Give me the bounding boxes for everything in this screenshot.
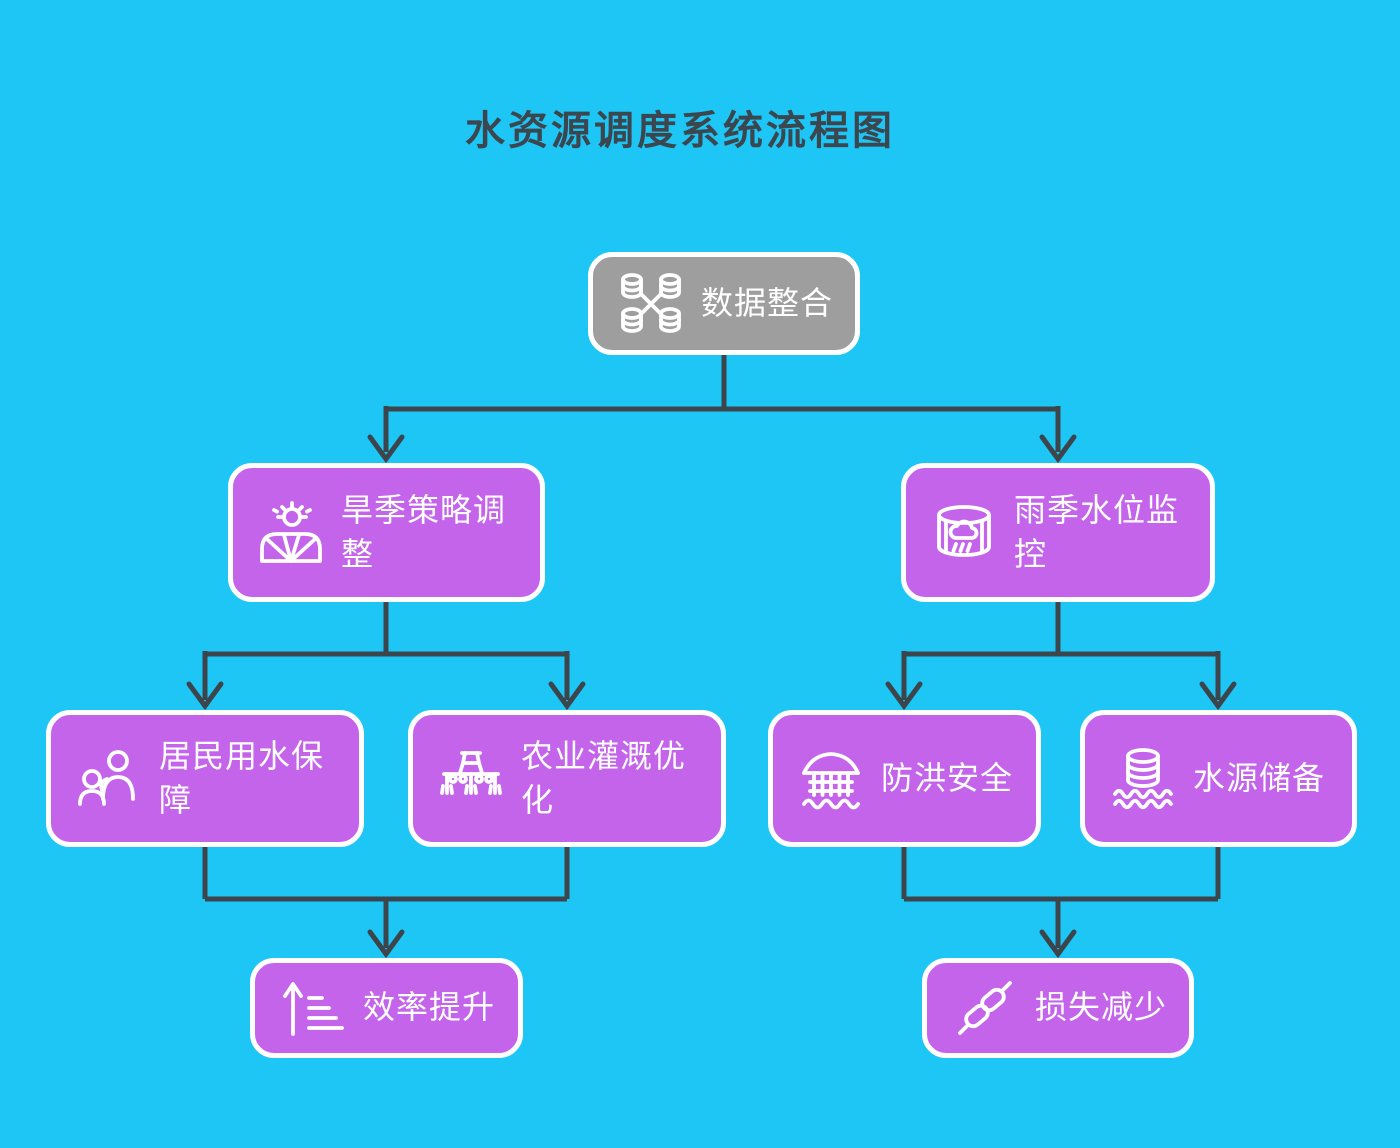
flow-node-residential-water: 居民用水保障 [46, 710, 364, 847]
node-label: 旱季策略调整 [341, 491, 507, 572]
node-label: 雨季水位监控 [1014, 491, 1180, 572]
node-label: 农业灌溉优化 [521, 737, 687, 818]
arrowhead [548, 681, 586, 711]
flow-node-flood-safety: 防洪安全 [768, 710, 1041, 847]
node-label: 水源储备 [1193, 759, 1326, 796]
flow-node-rainy-season-monitor: 雨季水位监控 [901, 463, 1215, 602]
flow-node-efficiency-gain: 效率提升 [250, 958, 523, 1058]
rain-tank-icon [932, 501, 996, 565]
flow-node-water-reserve: 水源储备 [1080, 710, 1357, 847]
sun-field-icon [259, 500, 323, 565]
page-title: 水资源调度系统流程图 [465, 109, 895, 153]
arrowhead [1039, 434, 1077, 464]
flow-node-loss-reduction: 损失减少 [922, 958, 1194, 1058]
flow-node-dry-season-strategy: 旱季策略调整 [228, 463, 545, 602]
flow-node-agriculture-irrigation: 农业灌溉优化 [408, 710, 726, 847]
node-label: 效率提升 [363, 989, 496, 1026]
edge-root-split [383, 355, 1061, 452]
node-label: 居民用水保障 [159, 737, 325, 818]
flood-barrier-icon [799, 747, 863, 811]
node-label: 数据整合 [701, 284, 834, 321]
edge-merge-right [901, 846, 1221, 948]
arrowhead [1039, 929, 1077, 959]
people-icon [77, 747, 141, 811]
edge-rainy-split [901, 601, 1221, 700]
arrowhead [367, 434, 405, 464]
arrowhead [186, 681, 224, 711]
chain-link-icon [953, 976, 1017, 1040]
arrowhead [1199, 681, 1237, 711]
arrowhead [367, 929, 405, 959]
water-storage-icon [1111, 747, 1175, 811]
irrigation-machine-icon [439, 747, 503, 811]
edge-dry-split [202, 601, 570, 700]
edge-merge-left [202, 846, 570, 948]
flow-node-data-integration: 数据整合 [588, 252, 860, 355]
ascending-bars-icon [281, 976, 345, 1040]
node-label: 防洪安全 [881, 759, 1014, 796]
node-label: 损失减少 [1035, 989, 1168, 1026]
arrowhead [885, 681, 923, 711]
database-network-icon [619, 272, 683, 336]
